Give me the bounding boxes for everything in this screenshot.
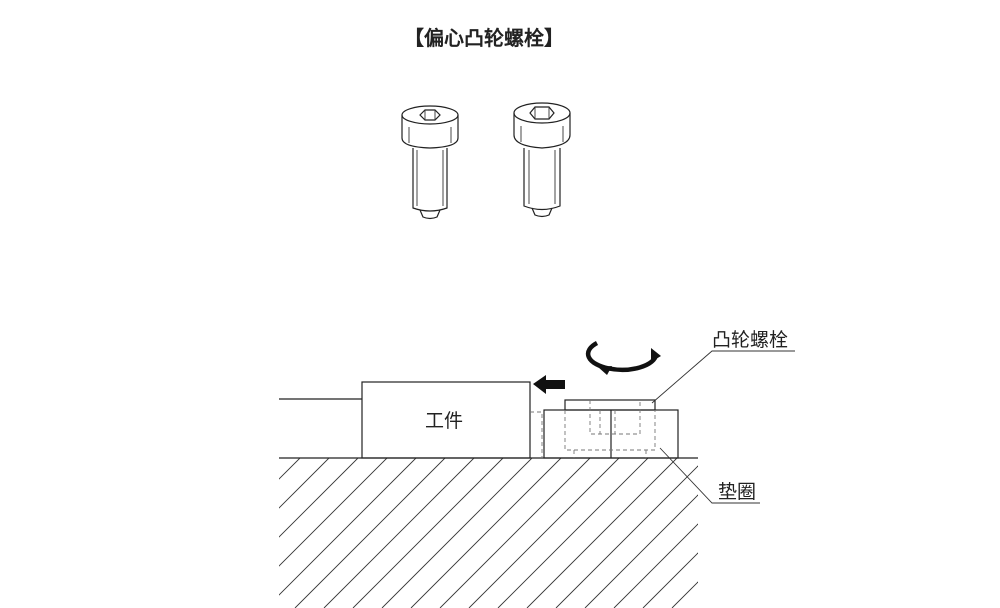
workpiece-label: 工件 [425,410,463,432]
hatch-line [352,458,504,608]
hatch-line [323,458,475,608]
hatch-line [671,581,698,608]
hatch-line [381,458,533,608]
washer-callout: 垫圈 [659,447,760,504]
hatch-line [279,458,301,480]
push-left-arrow-icon [533,375,565,394]
hatch-line [584,494,698,608]
cam-bolt-label: 凸轮螺栓 [712,329,788,351]
hatch-line [279,458,359,538]
cam-bolt-small-illustration [401,105,459,220]
hatch-line [410,458,562,608]
cam-bolt-large-illustration [513,102,571,218]
hatch-line [613,523,698,608]
workpiece: 工件 [361,381,531,459]
cam-bolt-section [564,399,656,458]
hatch-line [294,458,446,608]
diagram-title: 【偏心凸轮螺栓】 [404,26,564,50]
rotation-arrow-icon [585,341,661,375]
cam-bolt-callout: 凸轮螺栓 [651,329,795,404]
hatch-line [526,458,678,608]
base-plate [279,457,698,608]
contact-hidden-line [530,411,543,458]
hatch-line [279,458,388,567]
hatch-line [642,552,698,608]
hatch-line [555,465,698,608]
washer-label: 垫圈 [718,481,756,503]
washer [543,409,679,459]
hatch-line [468,458,620,608]
hatch-line [279,458,330,509]
hatch-line [439,458,591,608]
hatch-line [279,458,417,596]
hatch-line [497,458,649,608]
